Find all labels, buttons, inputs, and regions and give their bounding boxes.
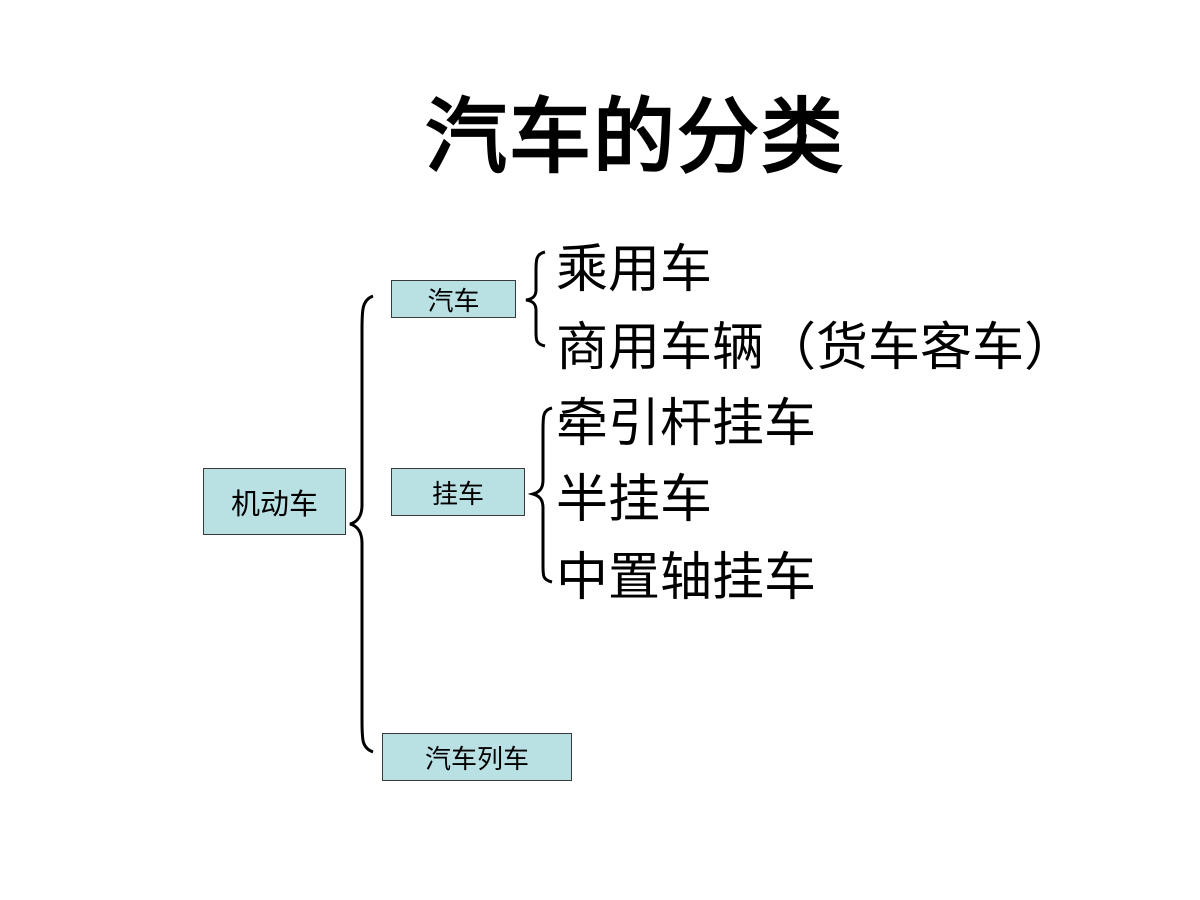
category-node-car: 汽车 (391, 280, 516, 318)
page-title: 汽车的分类 (424, 90, 845, 185)
root-node-motor-vehicle: 机动车 (203, 468, 346, 535)
category-node-road-train: 汽车列车 (382, 733, 572, 781)
trailer-brace (527, 406, 553, 584)
car-brace (525, 250, 546, 348)
main-brace (349, 294, 374, 754)
car-type-commercial: 商用车辆（货车客车） (556, 318, 1077, 378)
car-type-passenger: 乘用车 (556, 240, 713, 300)
trailer-type-drawbar: 牵引杆挂车 (556, 394, 817, 454)
trailer-type-semi: 半挂车 (556, 470, 713, 530)
trailer-type-center-axle: 中置轴挂车 (556, 548, 817, 608)
category-node-trailer: 挂车 (391, 468, 525, 516)
